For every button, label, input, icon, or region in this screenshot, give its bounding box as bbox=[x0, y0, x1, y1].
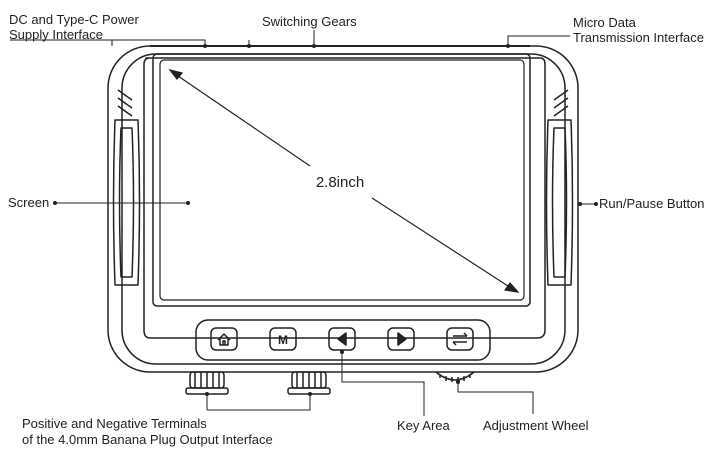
screen bbox=[159, 59, 525, 301]
key-area-panel bbox=[195, 319, 491, 361]
dot-screen-b bbox=[186, 201, 190, 205]
banana-plug-right bbox=[287, 371, 331, 395]
home-key[interactable] bbox=[210, 327, 238, 351]
device-inner-shell bbox=[121, 53, 566, 365]
dot-switching bbox=[312, 44, 316, 48]
screen-size-label: 2.8inch bbox=[316, 174, 364, 191]
dot-terminals-2 bbox=[308, 392, 312, 396]
label-micro-line1: Micro Data bbox=[573, 15, 636, 30]
swap-key[interactable] bbox=[446, 327, 474, 351]
dot-key-area bbox=[340, 350, 344, 354]
label-switching-gears: Switching Gears bbox=[262, 14, 357, 29]
screen-bezel bbox=[152, 53, 531, 307]
dot-screen-a bbox=[53, 201, 57, 205]
dot-run-pause bbox=[578, 202, 582, 206]
swap-arrows-icon bbox=[452, 332, 468, 346]
dot-micro bbox=[506, 44, 510, 48]
menu-key[interactable] bbox=[269, 327, 297, 351]
label-micro-line2: Transmission Interface bbox=[573, 30, 705, 45]
left-grip bbox=[112, 89, 141, 286]
banana-plug-left bbox=[185, 371, 229, 395]
leader-adjustment-wheel bbox=[457, 382, 534, 414]
device-outer-shell bbox=[107, 45, 579, 373]
right-arrow-icon bbox=[397, 332, 407, 346]
label-run-pause: Run/Pause Button bbox=[599, 196, 705, 211]
menu-key-label: M bbox=[278, 333, 288, 347]
dot-power-1 bbox=[203, 44, 207, 48]
inner-frame bbox=[143, 57, 546, 339]
right-key[interactable] bbox=[387, 327, 415, 351]
label-adjustment-wheel: Adjustment Wheel bbox=[483, 418, 589, 433]
dot-terminals-1 bbox=[205, 392, 209, 396]
label-power-line2: Supply Interface bbox=[9, 27, 103, 42]
label-terminals-line1: Positive and Negative Terminals bbox=[22, 416, 207, 431]
label-screen: Screen bbox=[8, 195, 50, 210]
label-key-area: Key Area bbox=[397, 418, 450, 433]
leader-terminals bbox=[206, 394, 311, 411]
dot-wheel bbox=[456, 380, 460, 384]
left-arrow-icon bbox=[337, 332, 347, 346]
leader-key-area bbox=[341, 350, 425, 416]
adjustment-wheel[interactable] bbox=[435, 371, 475, 382]
home-icon bbox=[217, 333, 231, 346]
screen-diagonal-arrow bbox=[168, 68, 520, 293]
label-terminals-line2: of the 4.0mm Banana Plug Output Interfac… bbox=[22, 432, 273, 447]
leader-micro bbox=[507, 35, 570, 46]
dot-run-pause-2 bbox=[594, 202, 598, 206]
dot-power-2 bbox=[247, 44, 251, 48]
right-grip bbox=[545, 89, 574, 286]
label-power-line1: DC and Type-C Power bbox=[9, 12, 139, 27]
